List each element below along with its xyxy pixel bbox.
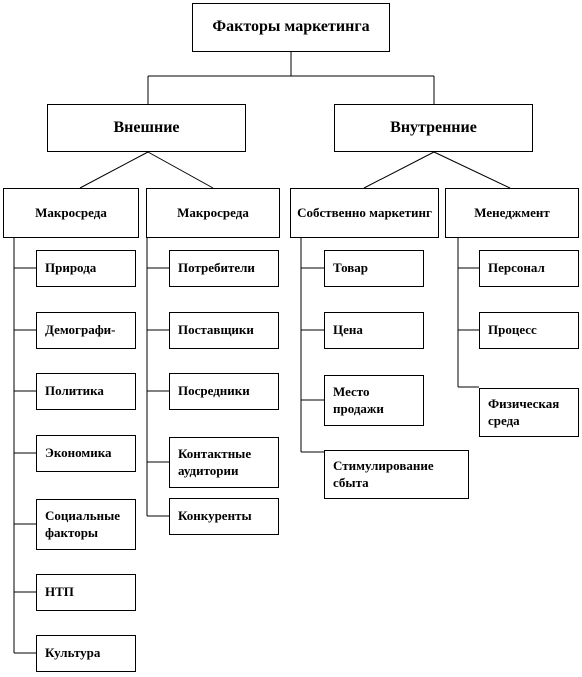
management-node: Менеджмент [445, 188, 579, 238]
management-item-process: Процесс [479, 312, 579, 349]
management-item-physical: Физическая среда [479, 388, 579, 437]
marketing-item-promotion: Стимулирование сбыта [324, 450, 469, 499]
marketing-item-price: Цена [324, 312, 424, 349]
micro-item-intermediaries: Посредники [169, 373, 279, 410]
micro-item-contact-audiences: Контактные аудитории [169, 437, 279, 488]
macro-item-social: Социальные факторы [36, 499, 136, 550]
macro-item-culture: Культура [36, 635, 136, 672]
micro-item-suppliers: Поставщики [169, 312, 279, 349]
macro-env-node: Макросреда [3, 188, 139, 238]
internal-node: Внутренние [334, 104, 533, 152]
micro-item-consumers: Потребители [169, 250, 279, 287]
macro-item-politics: Политика [36, 373, 136, 410]
management-item-personnel: Персонал [479, 250, 579, 287]
root-node: Факторы маркетинга [192, 3, 390, 52]
own-marketing-node: Собственно маркетинг [290, 188, 439, 238]
marketing-item-product: Товар [324, 250, 424, 287]
micro-env-node: Макросреда [146, 188, 280, 238]
macro-item-economy: Экономика [36, 435, 136, 472]
micro-item-competitors: Конкуренты [169, 498, 279, 535]
macro-item-nature: Природа [36, 250, 136, 287]
macro-item-demography: Демографи- [36, 312, 136, 349]
marketing-item-place: Место продажи [324, 375, 424, 426]
macro-item-scitech: НТП [36, 574, 136, 611]
external-node: Внешние [47, 104, 246, 152]
